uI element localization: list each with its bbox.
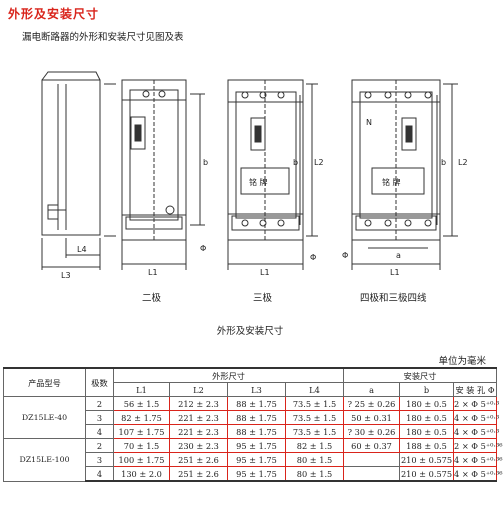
three-pole-drawing: 铭 牌 L1 b L2 Φ xyxy=(227,79,324,277)
hole-cell: 4 × Φ 5⁺⁰·³ xyxy=(453,410,500,425)
hole-cell: 4 × Φ 5⁺⁰·³ xyxy=(453,424,500,439)
caption-three-pole: 三极 xyxy=(253,293,273,304)
label-b-three-pole: b xyxy=(293,158,298,167)
L1-cell: 107 ± 1.75 xyxy=(113,424,170,439)
two-pole-drawing: L1 b Φ xyxy=(104,79,208,277)
L1-cell: 82 ± 1.75 xyxy=(113,410,170,425)
label-L3: L3 xyxy=(61,271,71,280)
subheader-a: a xyxy=(343,382,401,397)
model-cell: DZ15LE-40 xyxy=(3,396,86,439)
L4-cell: 73.5 ± 1.5 xyxy=(284,424,345,439)
hole-cell: 4 × Φ 5⁺⁰·³⁶ xyxy=(453,466,503,482)
label-L1-two-pole: L1 xyxy=(148,268,158,277)
b-cell: 188 ± 0.5 xyxy=(399,438,455,453)
side-view-drawing: L4 L3 xyxy=(41,71,101,280)
L1-cell: 130 ± 2.0 xyxy=(113,466,170,482)
L4-cell: 80 ± 1.5 xyxy=(284,452,345,467)
label-phi-three-pole: Φ xyxy=(310,253,316,262)
L3-cell: 88 ± 1.75 xyxy=(227,396,286,411)
header-outline: 外形尺寸 xyxy=(112,367,345,383)
L2-cell: 251 ± 2.6 xyxy=(169,466,228,482)
L1-cell: 70 ± 1.5 xyxy=(113,438,170,453)
table-row: DZ15LE-100 2 70 ± 1.5 230 ± 2.3 95 ± 1.7… xyxy=(3,438,503,482)
label-L1-four-pole: L1 xyxy=(390,268,400,277)
label-L4: L4 xyxy=(77,245,87,254)
poles-cell: 2 xyxy=(85,438,114,453)
poles-cell: 4 xyxy=(85,424,114,439)
four-pole-drawing: N 铭 牌 a L1 b L2 Φ xyxy=(342,79,468,277)
subheader-hole: 安 装 孔 Φ xyxy=(453,382,498,397)
hole-cell: 4 × Φ 5⁺⁰·³⁶ xyxy=(453,452,503,467)
L2-cell: 251 ± 2.6 xyxy=(169,452,228,467)
b-cell: 180 ± 0.5 xyxy=(399,396,455,411)
L3-cell: 88 ± 1.75 xyxy=(227,424,286,439)
subheader-L1: L1 xyxy=(113,382,170,397)
caption-two-pole: 二极 xyxy=(142,293,162,304)
label-L1-three-pole: L1 xyxy=(260,268,270,277)
b-cell: 180 ± 0.5 xyxy=(399,424,455,439)
L1-cell: 56 ± 1.5 xyxy=(113,396,170,411)
L3-cell: 95 ± 1.75 xyxy=(227,438,286,453)
subheader-L3: L3 xyxy=(227,382,286,397)
nameplate-three-pole: 铭 牌 xyxy=(249,177,268,187)
L4-cell: 73.5 ± 1.5 xyxy=(284,410,345,425)
table-title: 外形及安装尺寸 xyxy=(216,326,284,337)
header-model: 产品型号 xyxy=(3,367,86,397)
label-L2-four-pole: L2 xyxy=(458,158,468,167)
a-cell: ? 30 ± 0.26 xyxy=(343,424,401,439)
label-N: N xyxy=(366,118,372,127)
unit-note: 单位为毫米 xyxy=(438,356,486,367)
a-cell xyxy=(343,466,401,482)
caption-four-pole: 四极和三极四线 xyxy=(360,293,427,304)
L3-cell: 88 ± 1.75 xyxy=(227,410,286,425)
poles-cell: 4 xyxy=(85,466,114,482)
page-title: 外形及安装尺寸 xyxy=(8,7,100,21)
L2-cell: 221 ± 2.3 xyxy=(169,410,228,425)
a-cell xyxy=(343,452,401,467)
L3-cell: 95 ± 1.75 xyxy=(227,466,286,482)
b-cell: 180 ± 0.5 xyxy=(399,410,455,425)
label-L2-three-pole: L2 xyxy=(314,158,324,167)
table-row: DZ15LE-40 2 56 ± 1.5 212 ± 2.3 88 ± 1.75… xyxy=(3,396,500,439)
L4-cell: 82 ± 1.5 xyxy=(284,438,345,453)
L4-cell: 73.5 ± 1.5 xyxy=(284,396,345,411)
L2-cell: 212 ± 2.3 xyxy=(169,396,228,411)
header-poles: 极数 xyxy=(85,367,114,397)
header-mount: 安装尺寸 xyxy=(343,367,498,383)
model-cell: DZ15LE-100 xyxy=(3,438,86,482)
label-b-two-pole: b xyxy=(203,158,208,167)
a-cell: 50 ± 0.31 xyxy=(343,410,401,425)
L3-cell: 95 ± 1.75 xyxy=(227,452,286,467)
label-b-four-pole: b xyxy=(441,158,446,167)
table-row: 3 82 ± 1.75 221 ± 2.3 88 ± 1.75 73.5 ± 1… xyxy=(4,410,500,425)
L1-cell: 100 ± 1.75 xyxy=(113,452,170,467)
poles-cell: 3 xyxy=(85,452,114,467)
label-phi-four-pole: Φ xyxy=(342,251,348,260)
dimension-table: 产品型号 极数 外形尺寸 安装尺寸 L1 L2 L3 L4 a b 安 装 孔 … xyxy=(3,367,503,482)
L2-cell: 221 ± 2.3 xyxy=(169,424,228,439)
table-header-row: 产品型号 极数 外形尺寸 安装尺寸 xyxy=(3,367,498,397)
poles-cell: 3 xyxy=(85,410,114,425)
table-row: 4 130 ± 2.0 251 ± 2.6 95 ± 1.75 80 ± 1.5… xyxy=(4,466,503,482)
b-cell: 210 ± 0.575 xyxy=(399,466,455,482)
outline-drawings: L4 L3 L1 b Φ 铭 牌 xyxy=(41,71,468,280)
hole-cell: 2 × Φ 5⁺⁰·³ xyxy=(453,396,500,411)
label-a: a xyxy=(396,251,401,260)
L2-cell: 230 ± 2.3 xyxy=(169,438,228,453)
table-row: 4 107 ± 1.75 221 ± 2.3 88 ± 1.75 73.5 ± … xyxy=(4,424,500,439)
page-subtitle: 漏电断路器的外形和安装尺寸见图及表 xyxy=(22,32,184,43)
hole-cell: 2 × Φ 5⁺⁰·³⁶ xyxy=(453,438,503,453)
b-cell: 210 ± 0.575 xyxy=(399,452,455,467)
label-phi-two-pole: Φ xyxy=(200,244,206,253)
a-cell: 60 ± 0.37 xyxy=(343,438,401,453)
a-cell: ? 25 ± 0.26 xyxy=(343,396,401,411)
table-row: 3 100 ± 1.75 251 ± 2.6 95 ± 1.75 80 ± 1.… xyxy=(4,452,503,467)
poles-cell: 2 xyxy=(85,396,114,411)
subheader-L4: L4 xyxy=(284,382,345,397)
nameplate-four-pole: 铭 牌 xyxy=(382,177,401,187)
subheader-b: b xyxy=(399,382,455,397)
subheader-L2: L2 xyxy=(169,382,228,397)
L4-cell: 80 ± 1.5 xyxy=(284,466,345,482)
